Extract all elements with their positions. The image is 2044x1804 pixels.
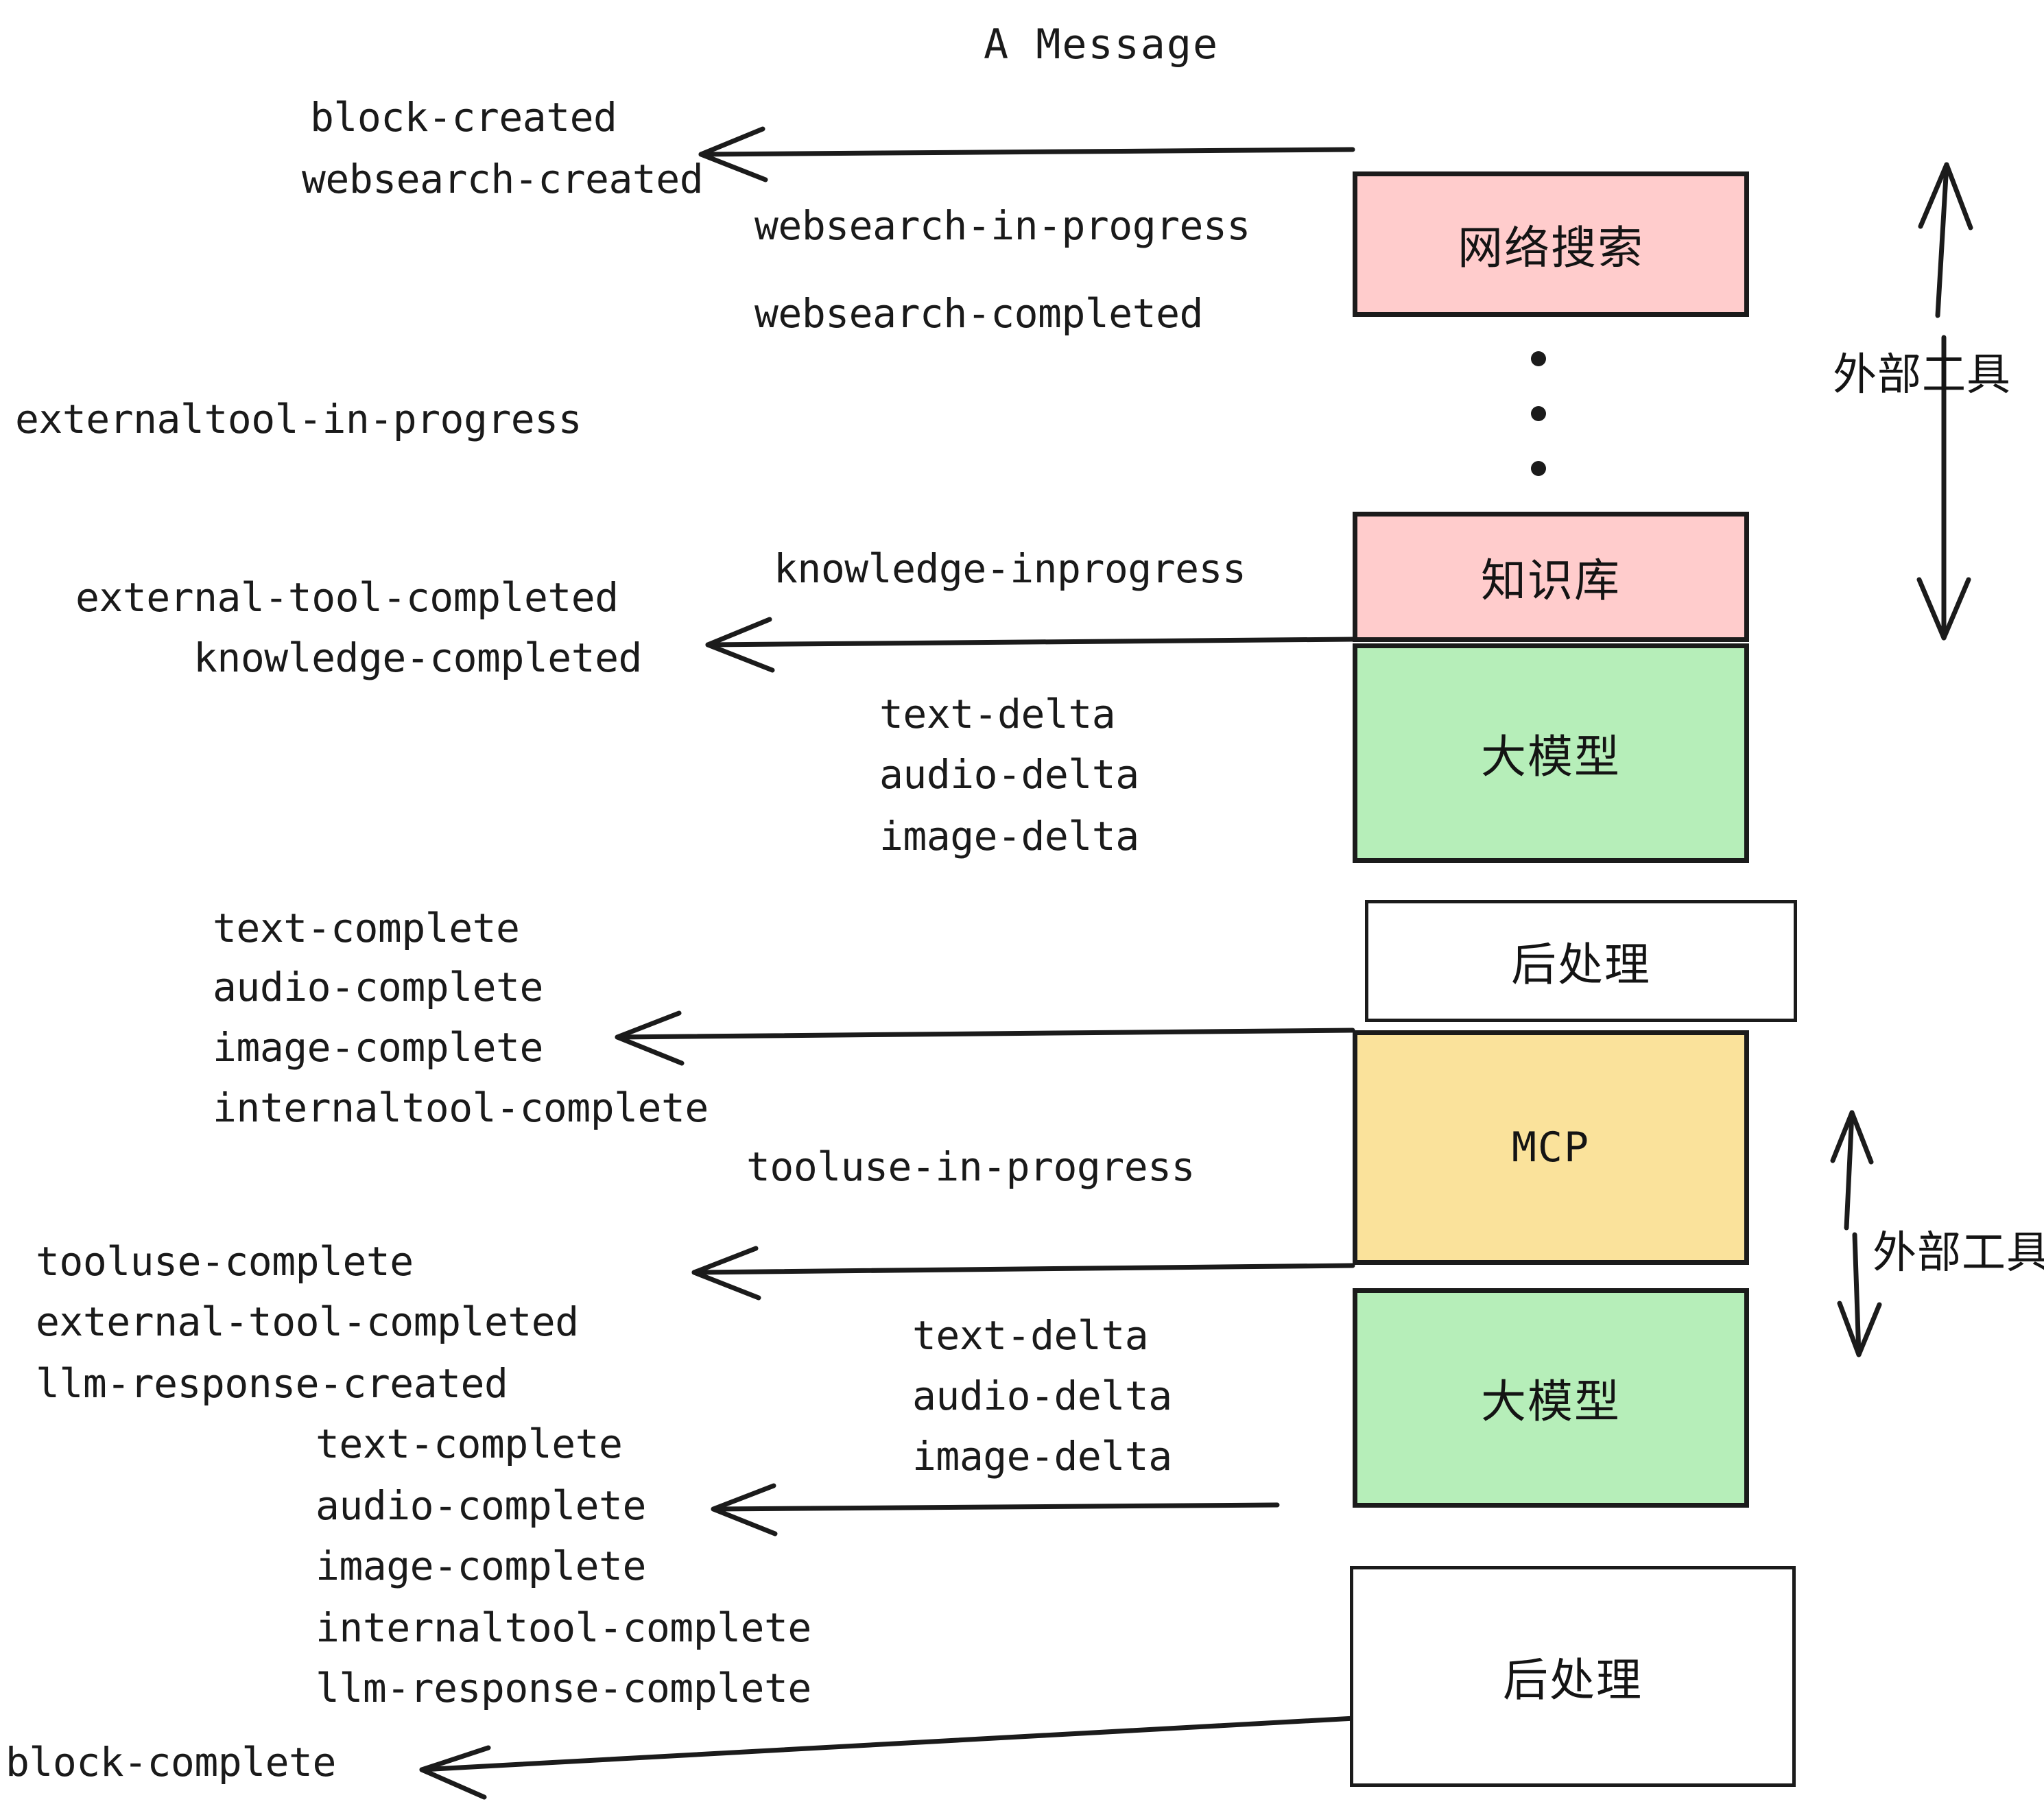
event-tooluse-in-progress: tooluse-in-progress	[746, 1143, 1195, 1190]
event-block-created: block-created	[310, 94, 617, 141]
page-title: A Message	[984, 21, 1220, 69]
node-postprocessing-1[interactable]: 后处理	[1365, 900, 1797, 1022]
event-audio-complete-2: audio-complete	[316, 1482, 646, 1529]
event-image-complete-2: image-complete	[316, 1543, 646, 1589]
event-llm-response-complete: llm-response-complete	[316, 1665, 811, 1711]
arrow-knowledge-to-knowledge-completed	[705, 617, 1355, 673]
side-label-external-tools-bottom: 外部工具	[1873, 1228, 2044, 1279]
arrow-external-tools-top-up	[1918, 162, 1973, 318]
event-internaltool-complete-1: internaltool-complete	[213, 1084, 709, 1131]
event-block-complete: block-complete	[5, 1739, 336, 1785]
arrow-llm2-to-audio-complete	[711, 1483, 1280, 1536]
event-text-delta-2: text-delta	[912, 1312, 1149, 1359]
event-internaltool-complete-2: internaltool-complete	[316, 1604, 811, 1651]
event-image-delta-2: image-delta	[912, 1433, 1172, 1480]
node-postprocessing-2[interactable]: 后处理	[1350, 1566, 1796, 1787]
event-audio-delta-2: audio-delta	[912, 1373, 1172, 1419]
node-llm-1[interactable]: 大模型	[1353, 643, 1749, 863]
event-llm-response-created: llm-response-created	[36, 1360, 508, 1407]
event-external-tool-completed-2: external-tool-completed	[36, 1298, 579, 1345]
event-websearch-in-progress: websearch-in-progress	[754, 202, 1250, 249]
event-text-complete-1: text-complete	[213, 905, 520, 951]
node-knowledge[interactable]: 知识库	[1353, 512, 1749, 642]
node-mcp[interactable]: MCP	[1353, 1030, 1749, 1265]
arrow-websearch-to-block-created	[698, 126, 1355, 182]
node-mcp-label: MCP	[1511, 1124, 1591, 1172]
event-knowledge-completed: knowledge-completed	[193, 634, 642, 681]
node-postprocessing-2-label: 后处理	[1503, 1654, 1643, 1707]
event-audio-delta-1: audio-delta	[879, 751, 1139, 798]
event-external-tool-completed-1: external-tool-completed	[75, 574, 619, 621]
arrow-postproc2-to-block-complete	[419, 1716, 1357, 1800]
event-text-complete-2: text-complete	[316, 1421, 623, 1467]
event-audio-complete-1: audio-complete	[213, 964, 543, 1010]
node-postprocessing-1-label: 后处理	[1511, 938, 1651, 991]
side-label-external-tools-top: 外部工具	[1833, 350, 2011, 401]
event-image-delta-1: image-delta	[879, 813, 1139, 859]
ellipsis-dot	[1531, 351, 1546, 366]
node-websearch[interactable]: 网络搜索	[1353, 171, 1749, 317]
event-websearch-created: websearch-created	[302, 156, 704, 202]
event-externaltool-in-progress: externaltool-in-progress	[15, 396, 582, 442]
node-llm-2-label: 大模型	[1481, 1375, 1621, 1428]
ellipsis-dot	[1531, 406, 1546, 421]
arrow-mcp-to-tooluse-complete	[691, 1246, 1355, 1301]
event-knowledge-inprogress: knowledge-inprogress	[774, 545, 1246, 592]
event-tooluse-complete: tooluse-complete	[36, 1238, 414, 1285]
event-text-delta-1: text-delta	[879, 691, 1116, 737]
node-knowledge-label: 知识库	[1481, 554, 1621, 607]
arrow-postproc-to-image-complete	[615, 1010, 1355, 1066]
node-llm-1-label: 大模型	[1481, 731, 1621, 783]
node-websearch-label: 网络搜索	[1458, 222, 1644, 274]
ellipsis-dot	[1531, 461, 1546, 476]
event-image-complete-1: image-complete	[213, 1024, 543, 1071]
node-llm-2[interactable]: 大模型	[1353, 1288, 1749, 1508]
arrow-external-tools-bottom-up	[1830, 1110, 1874, 1231]
event-websearch-completed: websearch-completed	[754, 290, 1203, 337]
